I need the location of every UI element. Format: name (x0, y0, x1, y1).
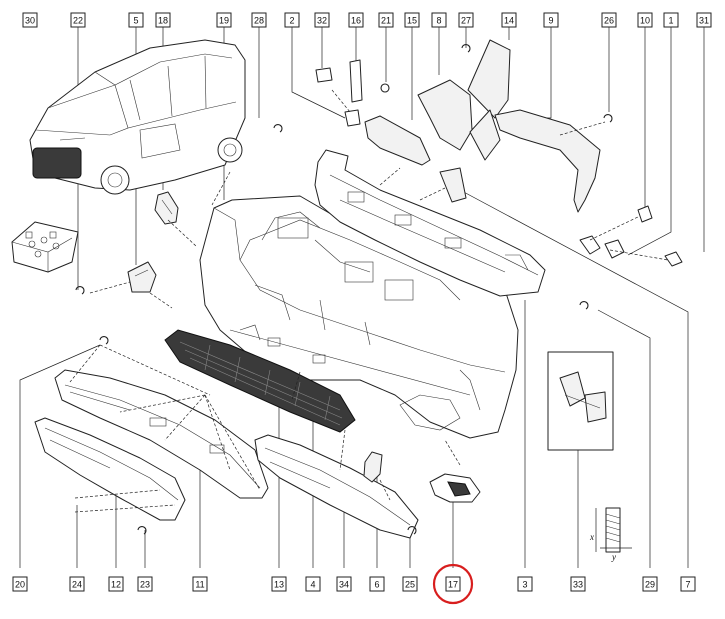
top-callout-14: 14 (501, 12, 517, 28)
callout-number: 34 (339, 580, 349, 590)
top-callout-32: 32 (314, 12, 330, 28)
callout-number: 12 (111, 580, 121, 590)
top-callout-26: 26 (601, 12, 617, 28)
top-callout-15: 15 (404, 12, 420, 28)
callout-number: 28 (254, 16, 264, 26)
bottom-callout-33: 33 (570, 576, 586, 592)
assembly-dashed-lines (69, 89, 669, 513)
callout-number: 15 (407, 16, 417, 26)
bottom-callout-11: 11 (192, 576, 208, 592)
top-callout-9: 9 (543, 12, 559, 28)
callout-number: 6 (374, 580, 379, 590)
clip-kit-box (11, 221, 79, 273)
bracket-5 (127, 261, 157, 293)
callout-number: 13 (274, 580, 284, 590)
callout-number: 7 (685, 580, 690, 590)
callout-number: 32 (317, 16, 327, 26)
lower-skid-plate-34 (254, 434, 419, 539)
bolt-29: x y (589, 507, 632, 562)
skid-plate (34, 417, 186, 521)
callout-number: 24 (72, 580, 82, 590)
bottom-callout-25: 25 (402, 576, 418, 592)
callout-number: 14 (504, 16, 514, 26)
callout-number: 22 (73, 16, 83, 26)
callout-number: 10 (640, 16, 650, 26)
callout-number: 8 (436, 16, 441, 26)
top-callout-31: 31 (696, 12, 712, 28)
callout-number: 29 (645, 580, 655, 590)
side-support-bracket-9 (494, 109, 601, 213)
fog-light-bracket-6 (363, 451, 383, 483)
fog-light-bezel-17 (429, 473, 481, 503)
top-callout-16: 16 (348, 12, 364, 28)
bottom-callout-3: 3 (517, 576, 533, 592)
callout-number: 26 (604, 16, 614, 26)
top-callout-18: 18 (155, 12, 171, 28)
top-callout-2: 2 (284, 12, 300, 28)
callout-number: 25 (405, 580, 415, 590)
top-callout-22: 22 (70, 12, 86, 28)
bottom-callout-24: 24 (69, 576, 85, 592)
top-callout-27: 27 (458, 12, 474, 28)
callout-number: 1 (668, 16, 673, 26)
upper-brackets (364, 39, 511, 203)
bottom-callout-6: 6 (369, 576, 385, 592)
bottom-callout-20: 20 (12, 576, 28, 592)
top-callout-10: 10 (637, 12, 653, 28)
bottom-callout-23: 23 (137, 576, 153, 592)
highlight-ring (432, 563, 474, 605)
top-callout-19: 19 (216, 12, 232, 28)
callout-number: 5 (133, 16, 138, 26)
top-callout-21: 21 (378, 12, 394, 28)
lower-trim-panel-22 (54, 369, 269, 499)
bottom-callout-4: 4 (305, 576, 321, 592)
callout-number: 31 (699, 16, 709, 26)
top-callout-row: 30 22 5 18 19 28 2 32 16 21 15 8 27 14 9 26 10 1 31 (22, 12, 712, 28)
callout-number: 18 (158, 16, 168, 26)
clip-fasteners (315, 59, 390, 127)
dim-x-label: x (589, 532, 594, 542)
bottom-callout-29: 29 (642, 576, 658, 592)
callout-number: 27 (461, 16, 471, 26)
mounting-hardware-right (579, 205, 683, 267)
callout-number: 20 (15, 580, 25, 590)
callout-number: 30 (25, 16, 35, 26)
callout-number: 23 (140, 580, 150, 590)
bottom-callout-13: 13 (271, 576, 287, 592)
callout-number: 3 (522, 580, 527, 590)
callout-number: 11 (195, 580, 204, 590)
bottom-callout-7: 7 (680, 576, 696, 592)
bottom-callout-34: 34 (336, 576, 352, 592)
bottom-callout-17: 17 (445, 576, 461, 592)
bottom-callout-12: 12 (108, 576, 124, 592)
lower-grille (164, 329, 356, 433)
top-callout-28: 28 (251, 12, 267, 28)
callout-number: 21 (381, 16, 391, 26)
callout-number: 33 (573, 580, 583, 590)
callout-number: 4 (310, 580, 315, 590)
spring-clips (75, 44, 613, 535)
bracket-18 (154, 191, 179, 225)
top-callout-30: 30 (22, 12, 38, 28)
energy-absorber-beam (314, 149, 546, 297)
top-callout-1: 1 (663, 12, 679, 28)
towing-eye-cover-33 (547, 351, 614, 451)
vehicle-illustration (29, 39, 246, 195)
callout-number: 17 (448, 580, 458, 590)
top-callout-5: 5 (128, 12, 144, 28)
callout-number: 19 (219, 16, 229, 26)
dim-y-label: y (611, 552, 616, 562)
top-callout-8: 8 (431, 12, 447, 28)
callout-number: 16 (351, 16, 361, 26)
callout-number: 9 (548, 16, 553, 26)
front-bumper-cover (199, 195, 519, 439)
callout-number: 2 (289, 16, 294, 26)
